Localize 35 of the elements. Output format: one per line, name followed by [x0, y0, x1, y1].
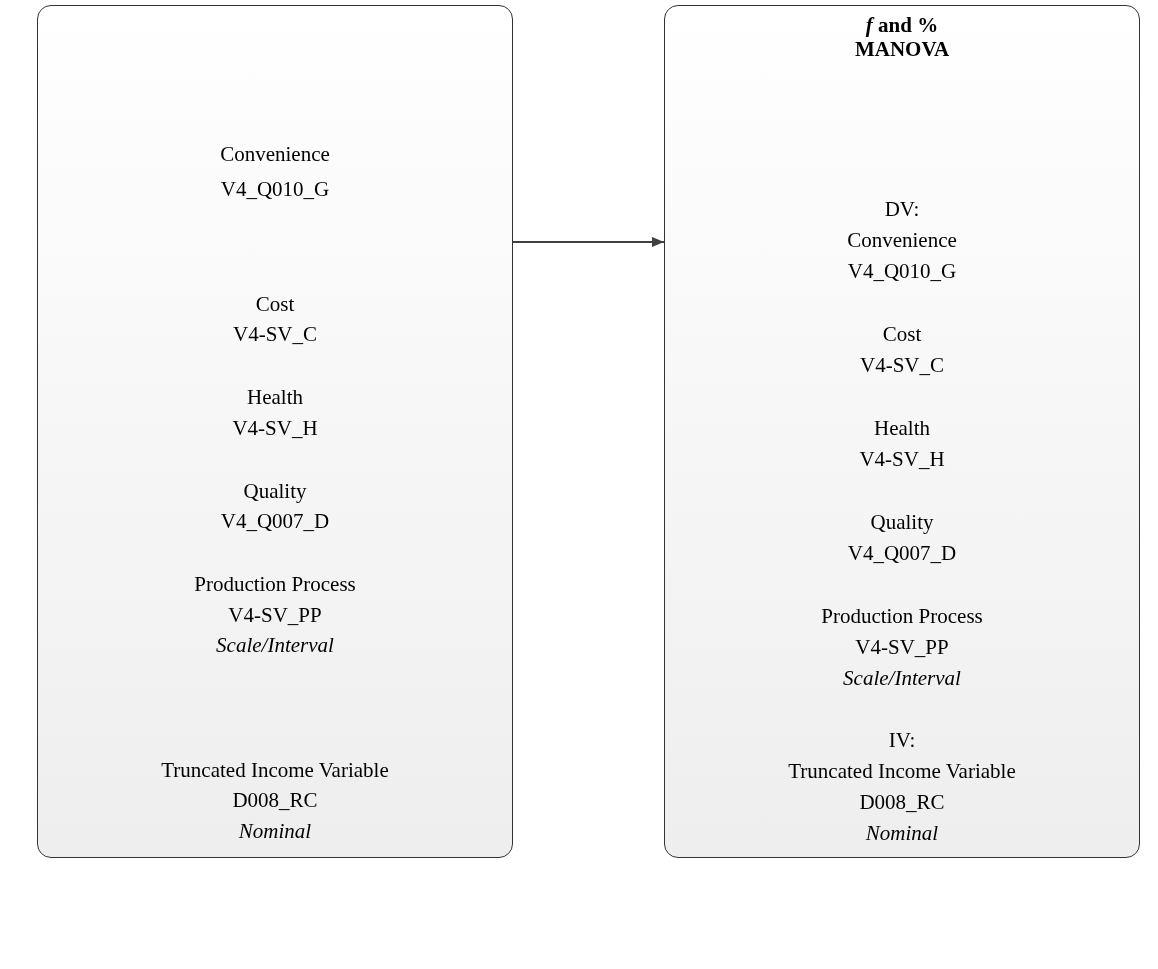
text-label: V4-SV_H	[859, 446, 945, 473]
text-label: V4-SV_PP	[855, 634, 949, 661]
text-label: DV:	[884, 196, 920, 223]
text-label: V4-SV_PP	[228, 602, 322, 629]
text-label: Health	[874, 415, 930, 442]
text-label: V4-SV_H	[232, 415, 318, 442]
text-label: Truncated Income Variable	[161, 757, 389, 784]
text-label: Scale/Interval	[843, 665, 961, 692]
text-label: Cost	[882, 321, 922, 348]
text-label: V4-SV_C	[860, 352, 944, 379]
text-label: D008_RC	[859, 789, 945, 816]
text-label: V4_Q010_G	[847, 258, 957, 285]
text-label: Nominal	[238, 818, 312, 845]
text-label: Truncated Income Variable	[788, 758, 1016, 785]
rounded-box	[37, 5, 513, 858]
text-label: Convenience	[847, 227, 957, 254]
heading-text: f and %	[865, 12, 939, 39]
text-label: V4_Q007_D	[847, 540, 957, 567]
text-label: Production Process	[821, 603, 983, 630]
text-label: Scale/Interval	[216, 632, 334, 659]
text-label: V4_Q007_D	[220, 508, 330, 535]
text-label: V4-SV_C	[233, 321, 317, 348]
text-label: D008_RC	[232, 787, 318, 814]
text-label: IV:	[888, 727, 916, 754]
text-label: Convenience	[220, 141, 330, 168]
text-label: Quality	[243, 478, 307, 505]
text-label: Quality	[870, 509, 934, 536]
text-label: Production Process	[194, 571, 356, 598]
text-label: Cost	[255, 291, 295, 318]
heading-text: MANOVA	[854, 37, 950, 63]
text-label: Nominal	[865, 820, 939, 847]
text-label: V4_Q010_G	[220, 176, 330, 203]
rounded-box	[664, 5, 1140, 858]
arrow	[512, 237, 665, 247]
text-label: Health	[247, 384, 303, 411]
